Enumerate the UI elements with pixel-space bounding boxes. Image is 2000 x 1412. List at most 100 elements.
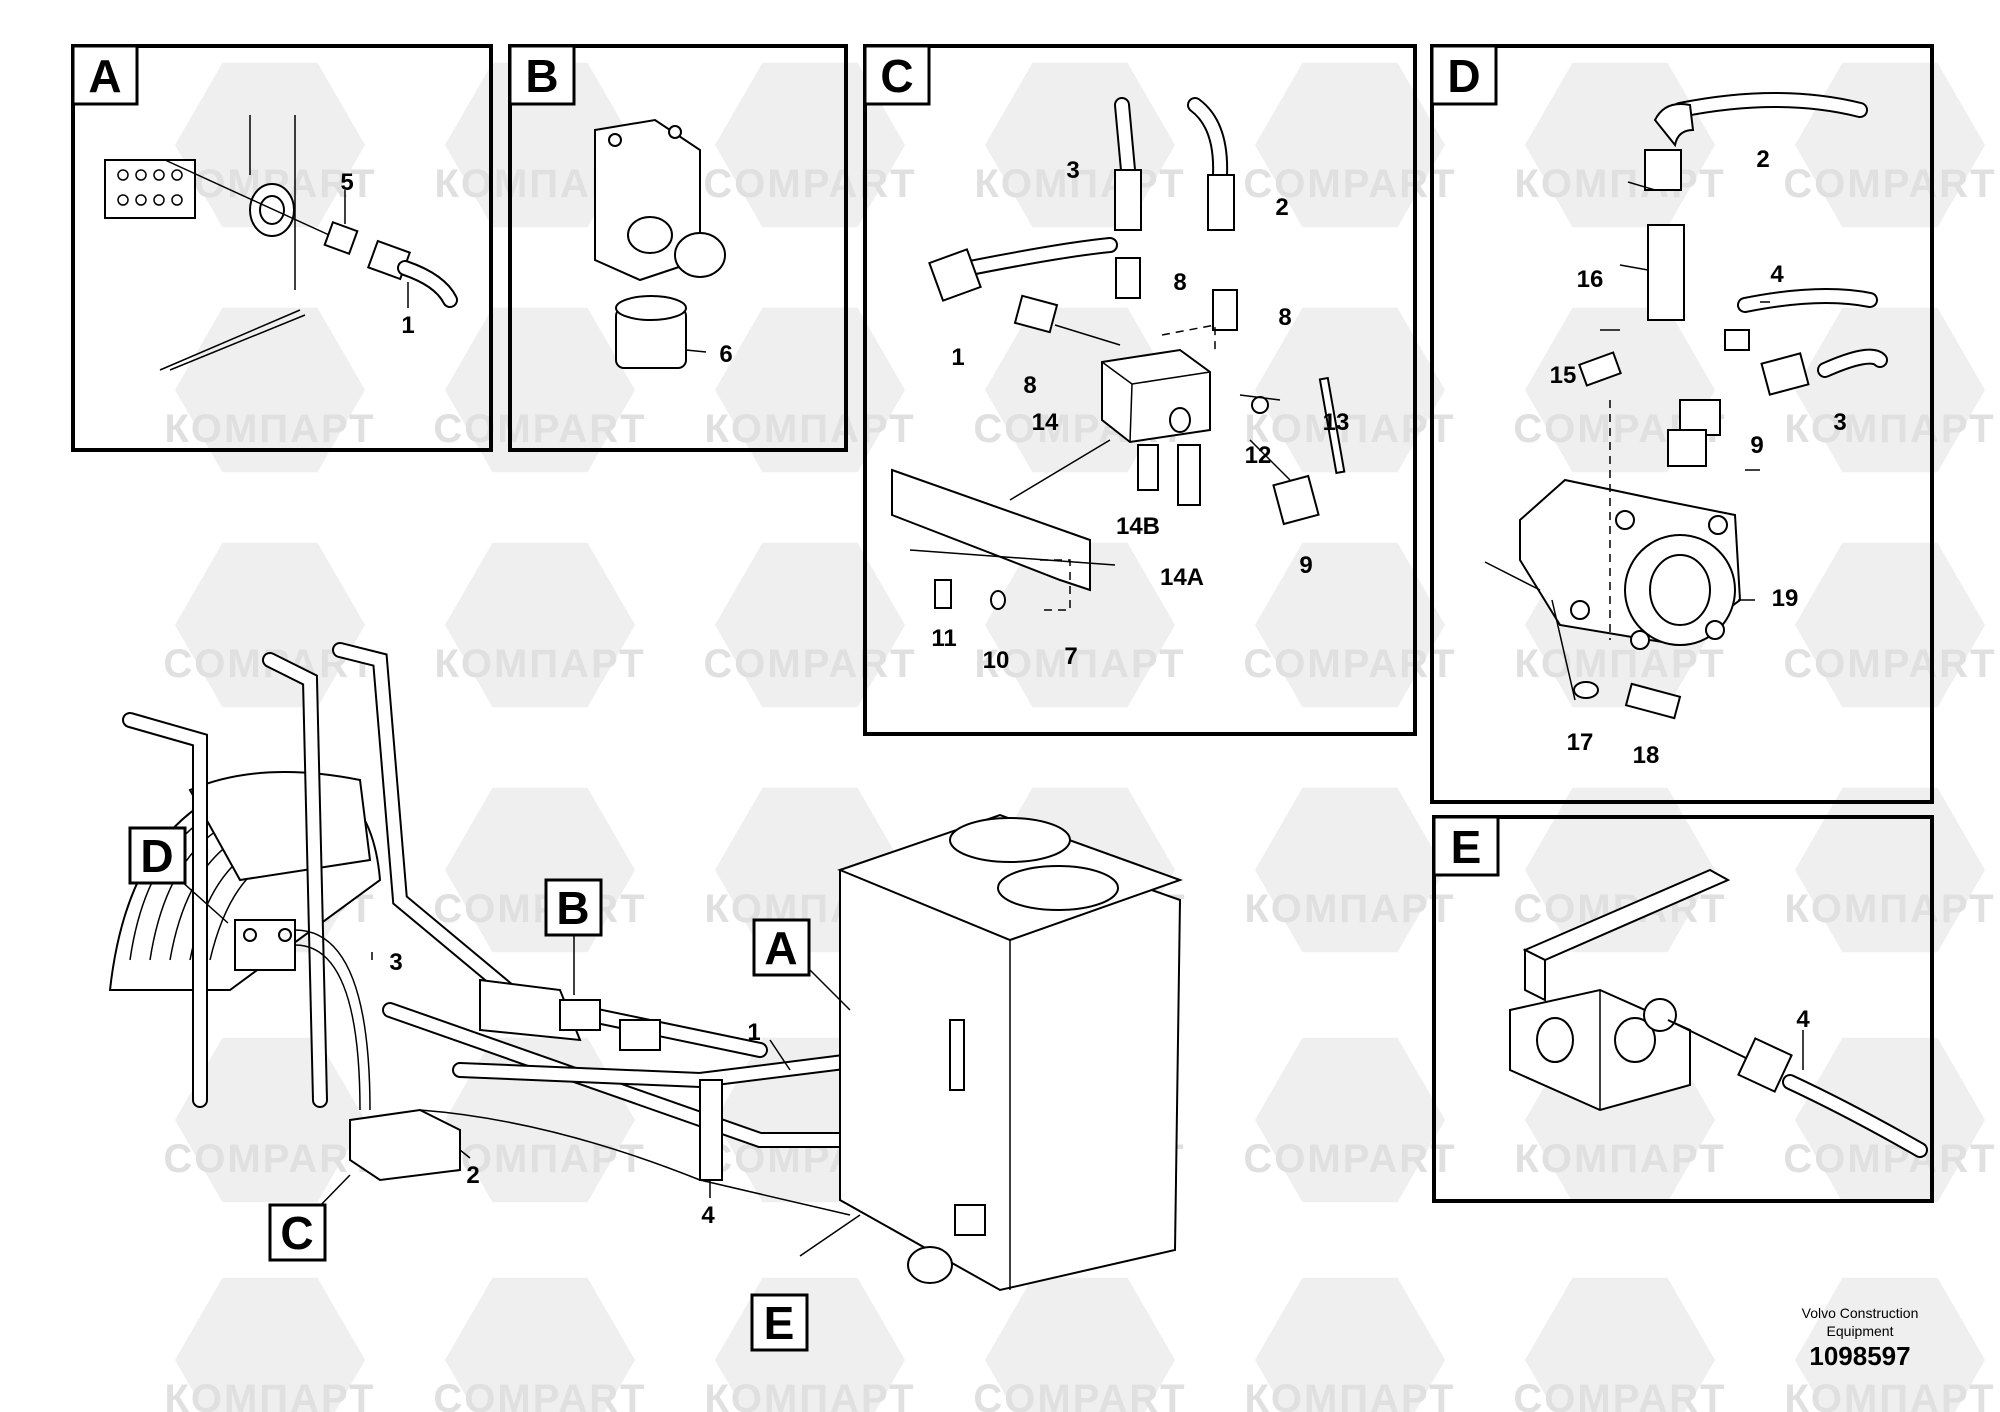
watermark-text: КОМПАРТ bbox=[1244, 407, 1455, 451]
label-d-9: 9 bbox=[1750, 432, 1763, 459]
panel-d: D 2 16 4 15 3 9 19 17 18 bbox=[1430, 44, 1934, 804]
watermark-text: КОМПАРТ bbox=[1784, 1377, 1995, 1412]
watermark-text: КОМПАРТ bbox=[1244, 887, 1455, 931]
watermark-text: КОМПАРТ bbox=[974, 162, 1185, 206]
watermark-text: КОМПАРТ bbox=[164, 1377, 375, 1412]
label-c-2: 2 bbox=[1275, 194, 1288, 221]
label-overview-1: 1 bbox=[747, 1019, 760, 1046]
callout-b: B bbox=[556, 882, 589, 934]
panel-c-letter: C bbox=[880, 50, 913, 102]
watermark-hexagon bbox=[1795, 307, 1985, 473]
label-c-13: 13 bbox=[1323, 409, 1350, 436]
watermark-text: COMPART bbox=[973, 1377, 1186, 1412]
panel-b: B 6 bbox=[508, 44, 848, 452]
watermark-text: КОМПАРТ bbox=[1784, 887, 1995, 931]
footer-title-line1: Volvo Construction bbox=[1802, 1305, 1919, 1321]
watermark-text: КОМПАРТ bbox=[1784, 407, 1995, 451]
label-c-7: 7 bbox=[1064, 643, 1077, 670]
watermark-text: КОМПАРТ bbox=[434, 642, 645, 686]
watermark-text: COMPART bbox=[1243, 642, 1456, 686]
label-c-3: 3 bbox=[1066, 157, 1079, 184]
label-d-16: 16 bbox=[1577, 266, 1604, 293]
watermark-text: КОМПАРТ bbox=[1514, 1137, 1725, 1181]
watermark-text: КОМПАРТ bbox=[1514, 162, 1725, 206]
watermark-hexagon bbox=[445, 542, 635, 708]
watermark-text: COMPART bbox=[1513, 1377, 1726, 1412]
watermark-text: COMPART bbox=[1243, 1137, 1456, 1181]
label-d-17: 17 bbox=[1567, 729, 1594, 756]
watermark-hexagon bbox=[175, 542, 365, 708]
watermark-hexagon bbox=[175, 1277, 365, 1412]
watermark-text: КОМПАРТ bbox=[974, 642, 1185, 686]
watermark-text: COMPART bbox=[703, 162, 916, 206]
watermark-hexagon bbox=[1255, 1037, 1445, 1203]
callout-d: D bbox=[140, 830, 173, 882]
watermark-text: COMPART bbox=[163, 1137, 376, 1181]
watermark-hexagon bbox=[1525, 787, 1715, 953]
watermark-text: КОМПАРТ bbox=[164, 407, 375, 451]
watermark-hexagon bbox=[1795, 1037, 1985, 1203]
watermark-hexagon bbox=[1255, 542, 1445, 708]
overview-assembly: D B A C E 3 1 2 4 bbox=[108, 642, 1183, 1352]
watermark-hexagon bbox=[715, 307, 905, 473]
label-overview-3: 3 bbox=[389, 949, 402, 976]
label-c-9: 9 bbox=[1299, 552, 1312, 579]
watermark-text: COMPART bbox=[433, 887, 646, 931]
watermark-hexagon bbox=[1525, 1277, 1715, 1412]
watermark-hexagon bbox=[1795, 542, 1985, 708]
callout-a: A bbox=[764, 922, 797, 974]
label-b-6: 6 bbox=[719, 341, 732, 368]
watermark-text: COMPART bbox=[433, 407, 646, 451]
watermark-hexagon bbox=[445, 1277, 635, 1412]
label-c-11: 11 bbox=[931, 625, 956, 652]
label-c-12: 12 bbox=[1245, 442, 1272, 469]
label-d-19: 19 bbox=[1772, 585, 1799, 612]
panel-a-letter: A bbox=[88, 50, 121, 102]
watermark-hexagon bbox=[985, 1277, 1175, 1412]
drawing-number: 1098597 bbox=[1809, 1341, 1910, 1371]
watermark-hexagon bbox=[715, 62, 905, 228]
label-a-1: 1 bbox=[401, 312, 414, 339]
label-c-14a: 14A bbox=[1160, 564, 1204, 591]
watermark-text: COMPART bbox=[1783, 642, 1996, 686]
panel-c: C 3 2 8 8 1 8 14 12 13 bbox=[863, 44, 1417, 736]
label-c-1: 1 bbox=[951, 344, 964, 371]
label-d-4: 4 bbox=[1770, 261, 1784, 288]
watermark-hexagon bbox=[1255, 307, 1445, 473]
panel-e-letter: E bbox=[1451, 821, 1482, 873]
watermark-hexagon bbox=[1255, 1277, 1445, 1412]
label-c-14: 14 bbox=[1032, 409, 1059, 436]
label-c-14b: 14B bbox=[1116, 513, 1160, 540]
callout-e: E bbox=[764, 1297, 795, 1349]
label-overview-2: 2 bbox=[466, 1162, 479, 1189]
panel-e: E 4 bbox=[1432, 815, 1934, 1203]
watermark-text: КОМПАРТ bbox=[704, 1377, 915, 1412]
watermark-text: КОМПАРТ bbox=[704, 407, 915, 451]
label-d-3: 3 bbox=[1833, 409, 1846, 436]
callout-c: C bbox=[280, 1207, 313, 1259]
watermark-text: COMPART bbox=[703, 642, 916, 686]
watermark-hexagon bbox=[1795, 787, 1985, 953]
watermark-text: COMPART bbox=[1243, 162, 1456, 206]
watermark-text: COMPART bbox=[433, 1377, 646, 1412]
watermark-text: КОМПАРТ bbox=[1514, 642, 1725, 686]
title-block: Volvo Construction Equipment 1098597 bbox=[1802, 1305, 1919, 1371]
panel-b-letter: B bbox=[525, 50, 558, 102]
watermark-hexagon bbox=[715, 542, 905, 708]
footer-title-line2: Equipment bbox=[1827, 1323, 1894, 1339]
label-a-5: 5 bbox=[340, 169, 353, 196]
label-d-15: 15 bbox=[1550, 362, 1577, 389]
label-c-8b: 8 bbox=[1278, 304, 1291, 331]
label-c-10: 10 bbox=[983, 647, 1010, 674]
panel-d-letter: D bbox=[1447, 50, 1480, 102]
watermark-text: КОМПАРТ bbox=[1244, 1377, 1455, 1412]
watermark-text: КОМПАРТ bbox=[434, 1137, 645, 1181]
watermark-hexagon bbox=[1255, 787, 1445, 953]
label-overview-4: 4 bbox=[701, 1202, 715, 1229]
watermark-text: COMPART bbox=[1783, 1137, 1996, 1181]
watermark-text: COMPART bbox=[1783, 162, 1996, 206]
watermark-hexagon bbox=[985, 542, 1175, 708]
panel-a: A 5 1 bbox=[71, 44, 493, 452]
label-d-18: 18 bbox=[1633, 742, 1660, 769]
